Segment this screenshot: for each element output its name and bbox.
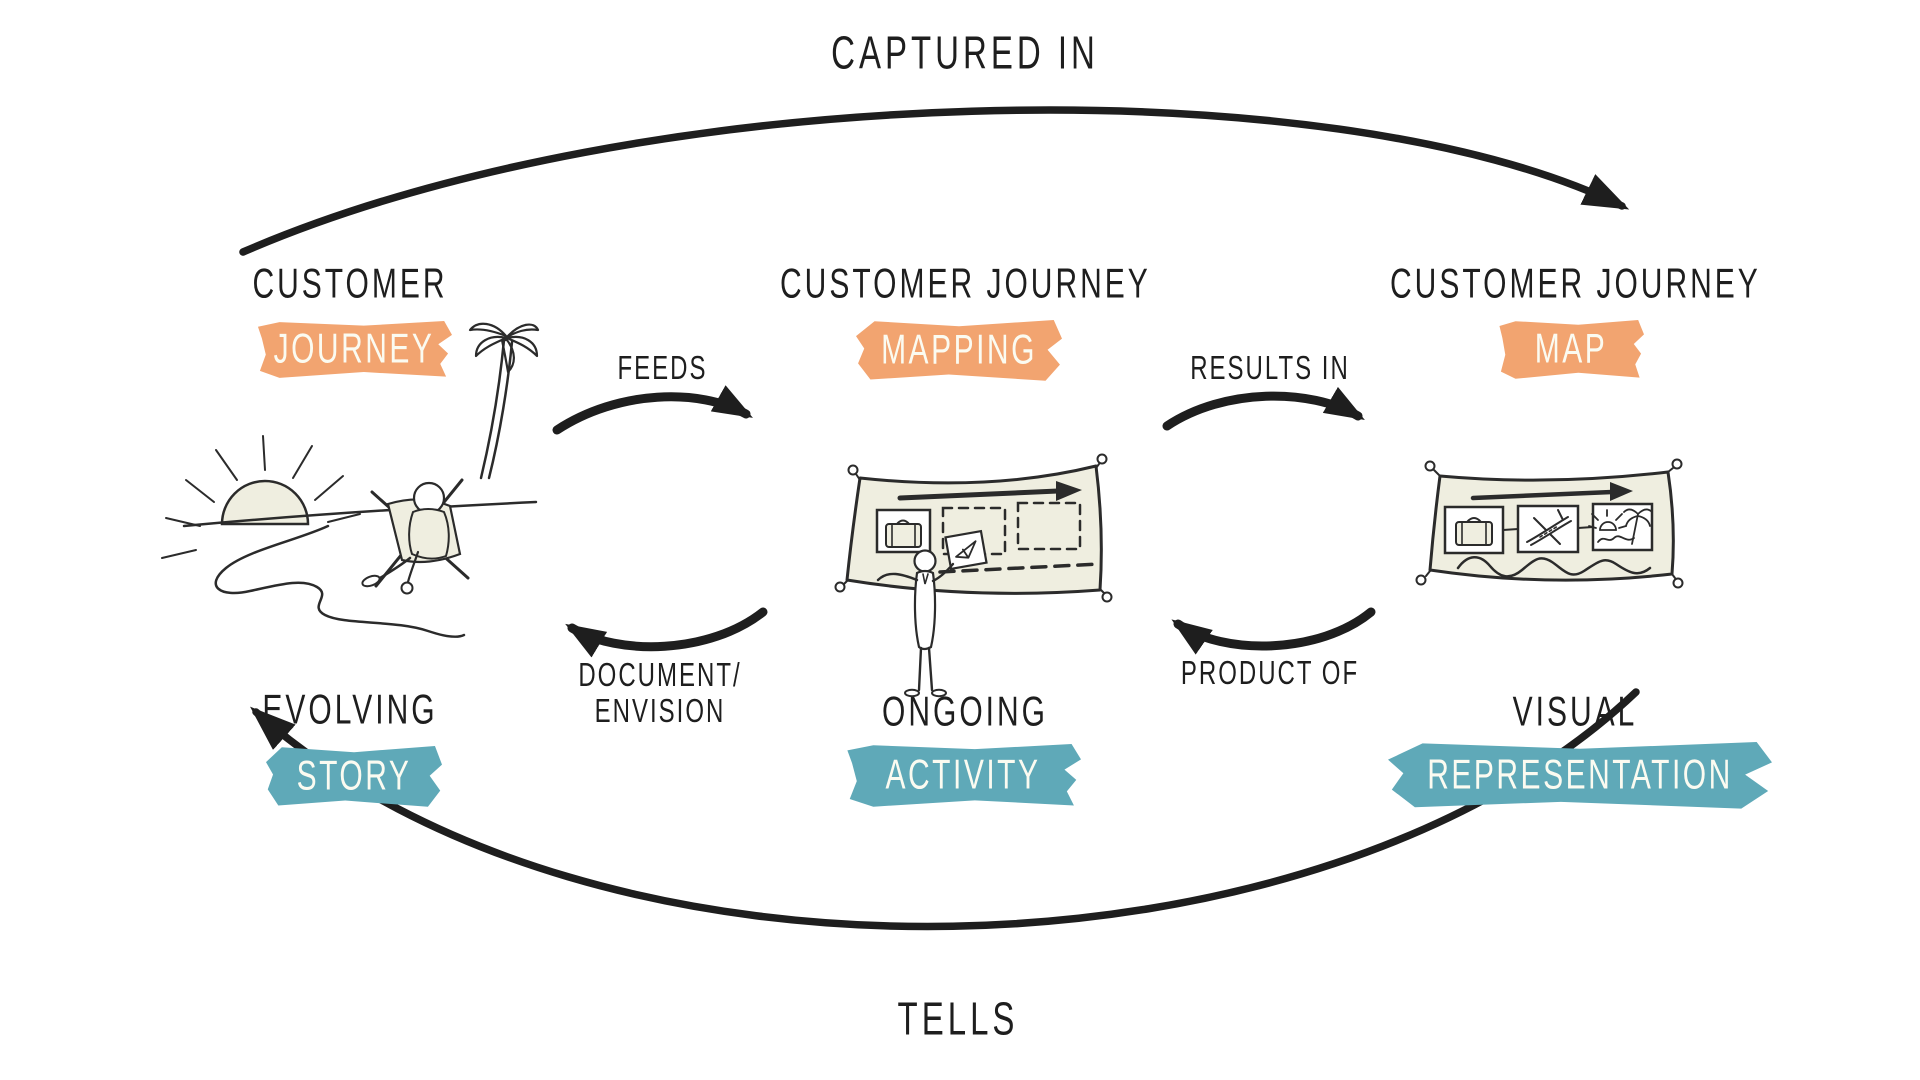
results-in-arc-arrow — [1162, 386, 1365, 431]
tells-arc-arrow — [250, 688, 1640, 931]
relaxing-on-beach-illustration — [161, 322, 540, 638]
product-of-arc-arrow — [1171, 607, 1376, 655]
column1-title: CUSTOMER — [252, 261, 448, 308]
document-envision-arc-arrow — [565, 607, 768, 658]
captured-in-label: CAPTURED IN — [831, 26, 1099, 79]
captured-in-arc-arrow — [239, 106, 1630, 256]
column3-highlight-map: MAP — [1499, 320, 1644, 379]
column2-title: CUSTOMER JOURNEY — [780, 261, 1151, 308]
tells-label: TELLS — [897, 992, 1019, 1045]
feeds-arc-arrow — [552, 385, 753, 435]
column2-highlight-mapping: MAPPING — [856, 320, 1062, 381]
document-envision-label: DOCUMENT/ ENVISION — [578, 656, 742, 731]
column3-bottom-title: VISUAL — [1512, 689, 1638, 736]
journey-map-board-with-person-illustration — [834, 453, 1113, 698]
product-of-label: PRODUCT OF — [1180, 654, 1360, 693]
column2-highlight-activity: ACTIVITY — [847, 744, 1081, 807]
column3-highlight-representation: REPRESENTATION — [1388, 742, 1772, 809]
column3-title: CUSTOMER JOURNEY — [1390, 261, 1761, 308]
column1-highlight-journey: JOURNEY — [257, 321, 452, 378]
journey-map-banner-illustration — [1415, 458, 1684, 589]
column1-bottom-title: EVOLVING — [262, 687, 438, 734]
column1-highlight-story: STORY — [266, 746, 442, 807]
feeds-label: FEEDS — [617, 349, 708, 388]
results-in-label: RESULTS IN — [1190, 349, 1350, 388]
